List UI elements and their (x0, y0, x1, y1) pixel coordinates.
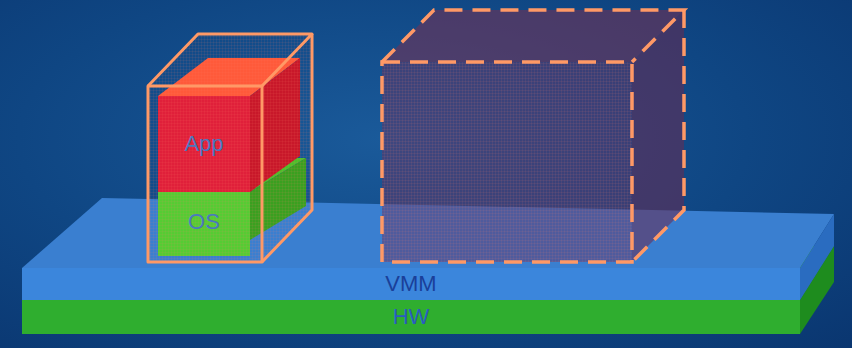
vmm-front (22, 268, 800, 300)
vmm-band: VMM (22, 268, 800, 300)
empty-vm-outline (382, 10, 684, 262)
os-block: OS (158, 202, 250, 242)
vm-outline (148, 34, 312, 262)
app-block: App (158, 122, 250, 166)
vm-mesh-front (148, 86, 262, 262)
vm-mesh-side (262, 34, 312, 262)
hw-band: HW (22, 300, 800, 334)
node-label: App (184, 133, 223, 155)
hw-front (22, 300, 800, 334)
node-label: VMM (385, 273, 436, 295)
empty-vm-top (382, 10, 684, 62)
vmm-side (800, 214, 834, 300)
empty-vm-mesh (382, 62, 632, 262)
empty-vm-front (382, 62, 632, 262)
node-label: OS (188, 211, 220, 233)
node-label: HW (393, 306, 430, 328)
empty-vm-side (632, 10, 684, 262)
